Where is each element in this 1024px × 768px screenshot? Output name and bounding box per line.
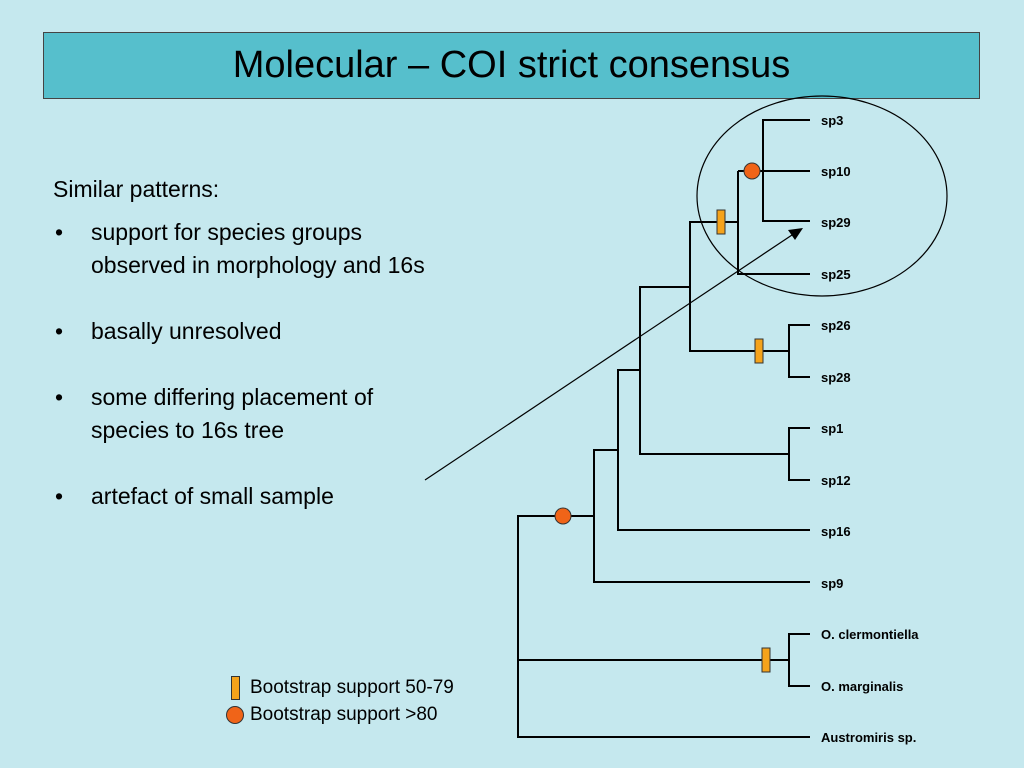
- branch-clade-b: [737, 171, 810, 275]
- bullet-list: support for species groups observed in m…: [53, 216, 433, 546]
- legend-rect-swatch: [231, 675, 240, 700]
- legend-label-80: Bootstrap support >80: [250, 703, 438, 725]
- bootstrap-50-79-marker: [761, 647, 771, 673]
- bullet-item: basally unresolved: [53, 315, 433, 348]
- tree-branches: [517, 119, 810, 738]
- legend: Bootstrap support 50-79 Bootstrap suppor…: [226, 674, 454, 728]
- tip-label-sp16: sp16: [821, 524, 851, 539]
- support-markers: [554, 162, 771, 673]
- tip-label-sp28: sp28: [821, 370, 851, 385]
- tip-label-austromiris: Austromiris sp.: [821, 730, 916, 745]
- tip-label-sp25: sp25: [821, 267, 851, 282]
- bullet-item: some differing placement of species to 1…: [53, 381, 433, 447]
- tip-label-sp1: sp1: [821, 421, 843, 436]
- bullet-item: support for species groups observed in m…: [53, 216, 433, 282]
- legend-circle-swatch: [226, 705, 244, 724]
- tip-label-o-clermontiella: O. clermontiella: [821, 627, 919, 642]
- legend-label-50-79: Bootstrap support 50-79: [250, 676, 454, 698]
- branch-outgroup-pair: [788, 633, 810, 687]
- arrow-head: [788, 228, 803, 240]
- legend-row-80: Bootstrap support >80: [226, 701, 454, 728]
- branch-root: [517, 515, 810, 738]
- branch-clade-f: [639, 286, 789, 455]
- tip-label-sp9: sp9: [821, 576, 843, 591]
- branch-clade-h: [593, 449, 810, 583]
- tip-label-sp3: sp3: [821, 113, 843, 128]
- tip-label-sp10: sp10: [821, 164, 851, 179]
- intro-text: Similar patterns:: [53, 176, 220, 202]
- bootstrap-50-79-marker: [716, 209, 726, 235]
- bullet-item: artefact of small sample: [53, 480, 433, 513]
- page-title: Molecular – COI strict consensus: [232, 44, 791, 86]
- highlight-ellipse: [696, 95, 948, 297]
- branch-clade-g: [617, 369, 810, 531]
- title-bar: Molecular – COI strict consensus: [43, 32, 980, 99]
- pointer-arrow: [424, 234, 793, 481]
- legend-row-50-79: Bootstrap support 50-79: [226, 674, 454, 701]
- tip-label-sp26: sp26: [821, 318, 851, 333]
- branch-clade-d: [689, 221, 789, 352]
- tip-label-sp12: sp12: [821, 473, 851, 488]
- branch-clade-e: [788, 427, 810, 481]
- tip-label-o-marginalis: O. marginalis: [821, 679, 903, 694]
- tip-label-sp29: sp29: [821, 215, 851, 230]
- bootstrap-50-79-marker: [754, 338, 764, 364]
- tip-labels: sp3 sp10 sp29 sp25 sp26 sp28 sp1 sp12 sp…: [821, 113, 919, 745]
- bootstrap-80-marker: [743, 162, 761, 180]
- branch-clade-c: [788, 324, 810, 378]
- bootstrap-80-marker: [554, 507, 572, 525]
